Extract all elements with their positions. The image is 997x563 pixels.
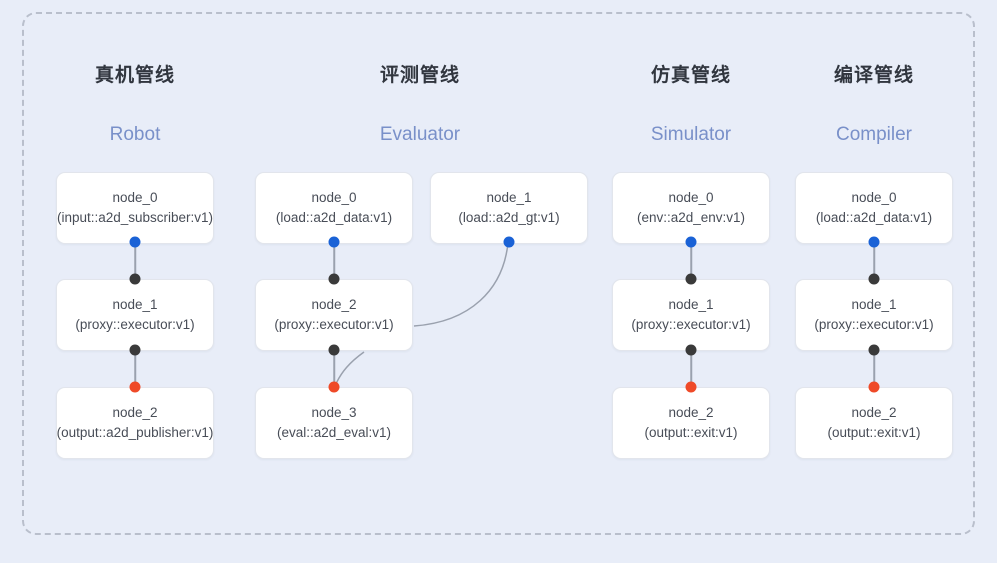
port-out[interactable] <box>868 236 880 248</box>
column-title-cn-compiler: 编译管线 <box>833 65 914 86</box>
node-box[interactable]: node_2 (output::a2d_publisher:v1) <box>56 387 214 459</box>
port-out[interactable] <box>685 236 697 248</box>
port-in[interactable] <box>328 273 340 285</box>
column-subtitle-evaluator: Evaluator <box>325 124 515 146</box>
edge-evaluator-0-2 <box>333 242 335 278</box>
node-box[interactable]: node_1 (proxy::executor:v1) <box>612 279 770 351</box>
column-title-en-compiler: Compiler <box>835 124 913 145</box>
column-header-compiler: 编译管线 <box>779 60 969 87</box>
column-title-en-evaluator: Evaluator <box>379 124 461 145</box>
node-box[interactable]: node_2 (proxy::executor:v1) <box>255 279 413 351</box>
port-out[interactable] <box>328 236 340 248</box>
port-fail[interactable] <box>328 381 340 393</box>
column-subtitle-compiler: Compiler <box>779 124 969 146</box>
port-in[interactable] <box>685 344 697 356</box>
node-box[interactable]: node_0 (load::a2d_data:v1) <box>795 172 953 244</box>
node-type: (load::a2d_data:v1) <box>275 210 393 225</box>
column-header-robot: 真机管线 <box>40 60 230 87</box>
node-box[interactable]: node_3 (eval::a2d_eval:v1) <box>255 387 413 459</box>
node-type: (proxy::executor:v1) <box>631 317 751 332</box>
node-box[interactable]: node_2 (output::exit:v1) <box>795 387 953 459</box>
node-name: node_0 <box>311 190 357 206</box>
node-name: node_1 <box>112 297 158 313</box>
edge-robot-0-1 <box>134 242 136 278</box>
port-out[interactable] <box>503 236 515 248</box>
column-title-cn-robot: 真机管线 <box>94 65 175 86</box>
node-name: node_1 <box>668 297 714 313</box>
column-subtitle-simulator: Simulator <box>596 124 786 146</box>
node-box[interactable]: node_0 (load::a2d_data:v1) <box>255 172 413 244</box>
column-title-cn-evaluator: 评测管线 <box>379 65 460 86</box>
node-box[interactable]: node_0 (env::a2d_env:v1) <box>612 172 770 244</box>
node-name: node_0 <box>668 190 714 206</box>
port-fail[interactable] <box>129 381 141 393</box>
node-box[interactable]: node_1 (proxy::executor:v1) <box>795 279 953 351</box>
node-type: (output::exit:v1) <box>827 425 921 440</box>
port-in[interactable] <box>685 273 697 285</box>
port-in[interactable] <box>868 344 880 356</box>
node-name: node_2 <box>311 297 357 313</box>
port-in[interactable] <box>328 344 340 356</box>
edge-robot-1-2 <box>134 350 136 387</box>
port-in[interactable] <box>129 344 141 356</box>
port-in[interactable] <box>129 273 141 285</box>
column-title-en-simulator: Simulator <box>650 124 732 145</box>
column-header-evaluator: 评测管线 <box>325 60 515 87</box>
port-fail[interactable] <box>685 381 697 393</box>
node-box[interactable]: node_1 (proxy::executor:v1) <box>56 279 214 351</box>
node-name: node_1 <box>851 297 897 313</box>
edge-simulator-0-1 <box>690 242 692 278</box>
node-name: node_0 <box>851 190 897 206</box>
node-name: node_0 <box>112 190 158 206</box>
edge-simulator-1-2 <box>690 350 692 387</box>
node-type: (load::a2d_gt:v1) <box>458 210 560 225</box>
node-name: node_2 <box>851 405 897 421</box>
column-title-en-robot: Robot <box>109 124 161 145</box>
node-box[interactable]: node_0 (input::a2d_subscriber:v1) <box>56 172 214 244</box>
node-type: (input::a2d_subscriber:v1) <box>56 210 214 225</box>
node-name: node_1 <box>486 190 532 206</box>
column-header-simulator: 仿真管线 <box>596 60 786 87</box>
node-type: (env::a2d_env:v1) <box>636 210 746 225</box>
node-name: node_2 <box>112 405 158 421</box>
node-type: (load::a2d_data:v1) <box>815 210 933 225</box>
port-in[interactable] <box>868 273 880 285</box>
edge-compiler-1-2 <box>873 350 875 387</box>
node-type: (proxy::executor:v1) <box>274 317 394 332</box>
node-type: (output::exit:v1) <box>644 425 738 440</box>
node-name: node_3 <box>311 405 357 421</box>
edge-compiler-0-1 <box>873 242 875 278</box>
node-name: node_2 <box>668 405 714 421</box>
node-box[interactable]: node_1 (load::a2d_gt:v1) <box>430 172 588 244</box>
port-out[interactable] <box>129 236 141 248</box>
node-type: (proxy::executor:v1) <box>814 317 934 332</box>
node-type: (output::a2d_publisher:v1) <box>56 425 214 440</box>
node-type: (proxy::executor:v1) <box>75 317 195 332</box>
column-title-cn-simulator: 仿真管线 <box>650 65 731 86</box>
edge-evaluator-2-3 <box>333 350 335 387</box>
node-type: (eval::a2d_eval:v1) <box>276 425 392 440</box>
pipeline-group-frame <box>22 12 975 535</box>
column-subtitle-robot: Robot <box>40 124 230 146</box>
port-fail[interactable] <box>868 381 880 393</box>
node-box[interactable]: node_2 (output::exit:v1) <box>612 387 770 459</box>
